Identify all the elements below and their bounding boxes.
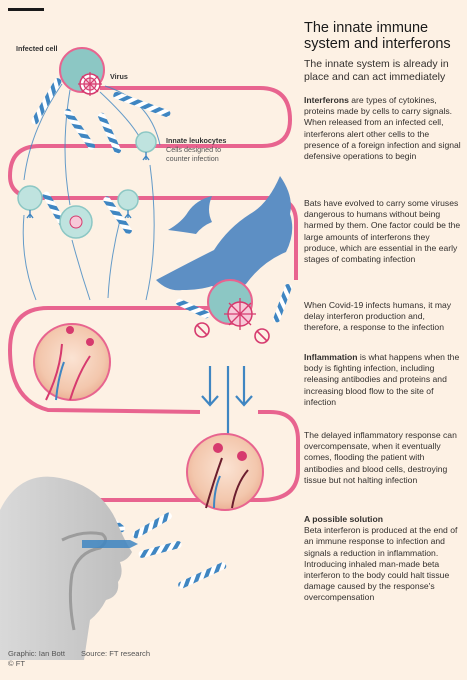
- copyright: © FT: [8, 659, 25, 668]
- signal-arrows: [22, 83, 161, 301]
- covid-paragraph: When Covid-19 infects humans, it may del…: [304, 300, 452, 333]
- bat-graphic: [156, 176, 293, 291]
- source-credit: Source: FT research: [80, 649, 151, 658]
- page-title: The innate immune system and interferons: [304, 20, 451, 52]
- infected-cell-graphic: [59, 47, 105, 96]
- top-rule: [8, 8, 44, 11]
- blocked-icon: [194, 322, 270, 344]
- bats-paragraph: Bats have evolved to carry some viruses …: [304, 198, 461, 265]
- inflamed-tissue-graphic-2: [186, 433, 264, 511]
- interferons-paragraph: Interferons are types of cytokines, prot…: [304, 95, 461, 162]
- virus-icon: [78, 72, 102, 96]
- inflamed-tissue-graphic-1: [33, 323, 111, 401]
- pathway-line-lower: [7, 306, 220, 414]
- graphic-credit: Graphic: Ian Bott: [8, 649, 65, 658]
- covid-cell-graphic: [194, 279, 270, 344]
- virus-label: Virus: [110, 72, 128, 81]
- delayed-response-paragraph: The delayed inflammatory response can ov…: [304, 430, 457, 485]
- page-subtitle: The innate system is already in place an…: [304, 58, 449, 83]
- human-head-graphic: [0, 476, 138, 660]
- infected-cell-label: Infected cell: [16, 44, 58, 53]
- inflammation-paragraph: Inflammation is what happens when the bo…: [304, 352, 460, 407]
- credits: Graphic: Ian Bott Source: FT research © F…: [8, 649, 166, 669]
